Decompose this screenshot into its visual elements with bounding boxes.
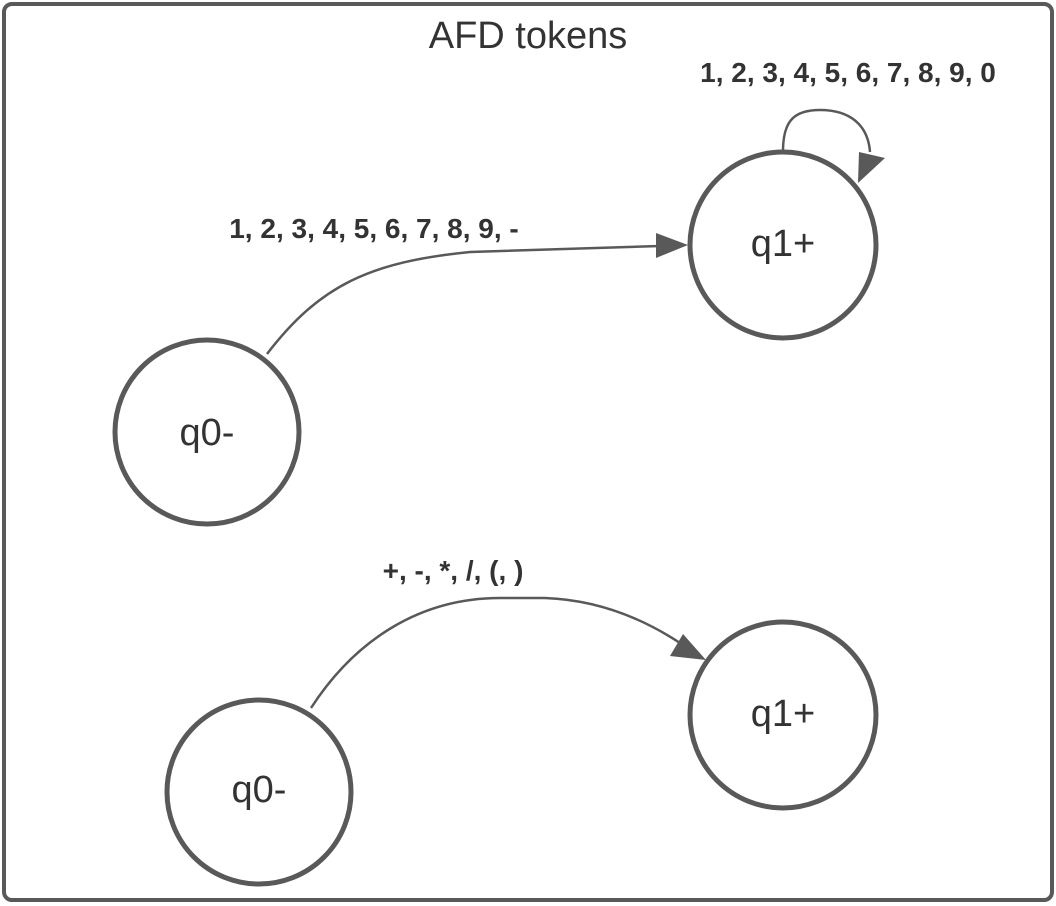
- transition-label: +, -, *, /, (, ): [383, 555, 524, 586]
- transition-edge-q0-q1: [309, 596, 681, 709]
- transition-arrowhead: [670, 634, 706, 660]
- diagram-title: AFD tokens: [429, 15, 628, 57]
- transition-arrowhead: [656, 233, 688, 258]
- self-loop-arrowhead: [858, 152, 885, 183]
- state-label-q0: q0-: [180, 412, 235, 454]
- transition-label: 1, 2, 3, 4, 5, 6, 7, 8, 9, -: [229, 213, 519, 244]
- self-loop-label: 1, 2, 3, 4, 5, 6, 7, 8, 9, 0: [700, 57, 996, 88]
- state-circle-q1: [687, 619, 879, 811]
- state-label-q0: q0-: [232, 769, 287, 811]
- automaton-1: 1, 2, 3, 4, 5, 6, 7, 8, 9, - 1, 2, 3, 4,…: [112, 57, 996, 527]
- state-circle-q1: [687, 149, 879, 341]
- state-label-q1: q1+: [751, 693, 815, 735]
- state-circle-q0: [112, 337, 302, 527]
- self-loop-edge: [781, 108, 872, 153]
- state-label-q1: q1+: [751, 223, 815, 265]
- state-circle-q0: [164, 697, 354, 887]
- automaton-2: +, -, *, /, (, ) q0- q1+: [164, 555, 879, 887]
- transition-edge-q0-q1: [266, 244, 661, 355]
